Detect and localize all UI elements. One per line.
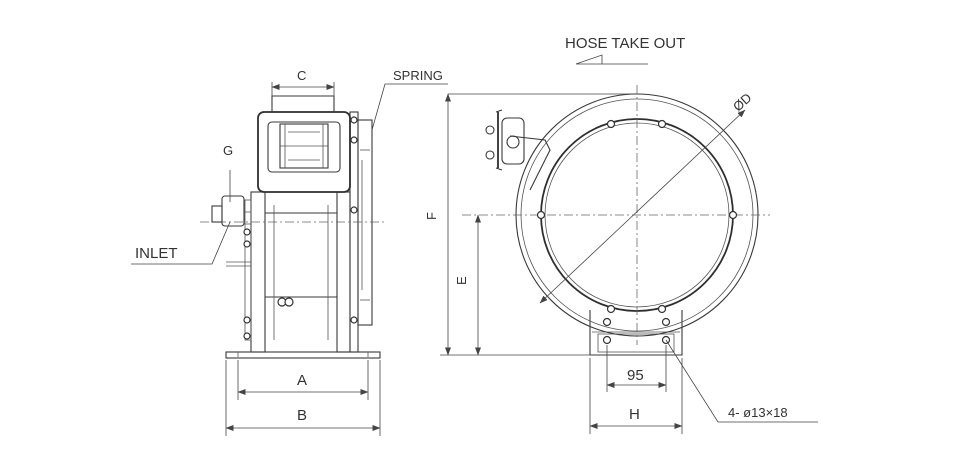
front-guide-arm [501, 117, 525, 165]
holes-label: 4- ø13×18 [728, 405, 788, 420]
dim-95-label: 95 [627, 367, 644, 384]
base-hole [661, 317, 671, 327]
side-right-frame [336, 191, 351, 353]
hose-take-out-label: HOSE TAKE OUT [565, 35, 685, 52]
diameter-d-label: ØD [730, 90, 755, 114]
f-label: F [424, 212, 439, 220]
b-label: B [297, 407, 307, 424]
hose-take-out-arrow [575, 54, 648, 65]
inlet-leader [131, 221, 231, 265]
inlet-label: INLET [135, 245, 178, 262]
g-label: G [223, 143, 233, 158]
hose-guide-arm [257, 111, 351, 193]
diameter-line [539, 109, 746, 304]
holes-leader [665, 339, 818, 423]
side-dimensions [131, 82, 448, 436]
front-dimensions [440, 54, 818, 434]
spring-housing [357, 119, 373, 326]
side-left-frame [250, 191, 266, 353]
spring-label: SPRING [393, 68, 443, 83]
h-label: H [629, 406, 640, 423]
spring-leader [371, 83, 448, 131]
front-view [462, 85, 770, 356]
side-view [200, 95, 385, 359]
a-label: A [297, 372, 307, 389]
front-base-support [589, 310, 683, 356]
inlet-swivel [221, 195, 245, 227]
e-label: E [454, 276, 469, 285]
base-hole [602, 335, 612, 345]
base-hole [602, 317, 612, 327]
side-base-plate [225, 351, 381, 359]
c-label: C [297, 68, 306, 83]
